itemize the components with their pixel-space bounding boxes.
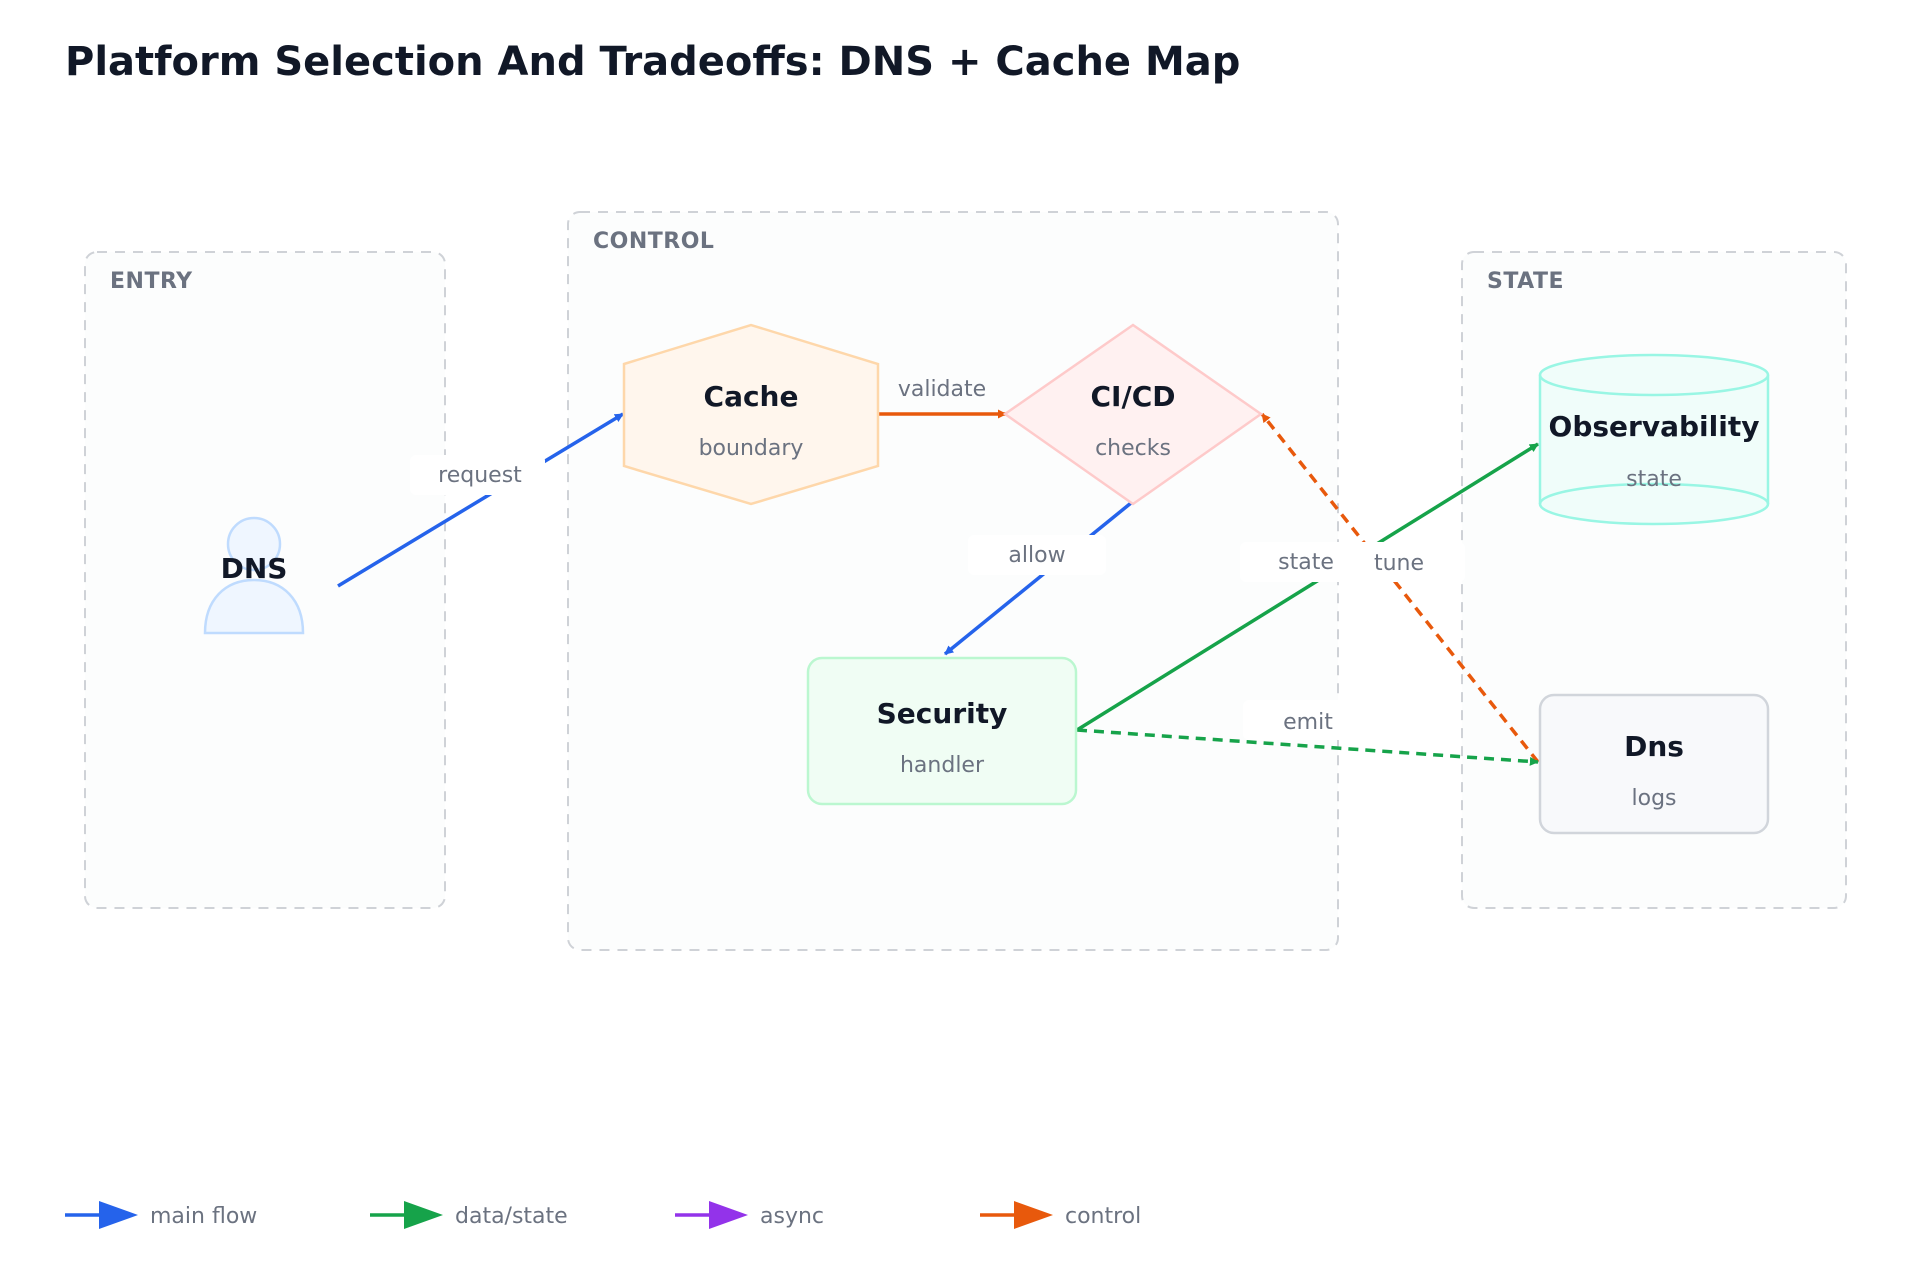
node-cache-sub: boundary bbox=[699, 436, 804, 461]
edge-label-validate: validate bbox=[898, 377, 986, 402]
group-entry-label: ENTRY bbox=[110, 269, 193, 294]
edge-label-request: request bbox=[438, 463, 522, 488]
group-control-label: CONTROL bbox=[593, 229, 714, 254]
legend-data-state: data/state bbox=[370, 1201, 568, 1229]
node-security[interactable]: Security handler bbox=[806, 656, 1078, 806]
edge-tune: tune bbox=[1260, 412, 1540, 764]
edge-state: state bbox=[1076, 442, 1539, 732]
node-dns-actor[interactable]: DNS bbox=[203, 516, 305, 635]
node-security-sub: handler bbox=[900, 753, 985, 778]
node-observability-title: Observability bbox=[1549, 410, 1760, 443]
legend-data-state-label: data/state bbox=[455, 1204, 568, 1229]
legend-control: control bbox=[980, 1201, 1141, 1229]
node-dns-logs-title: Dns bbox=[1624, 730, 1684, 763]
legend: main flow data/state async control bbox=[65, 1201, 1141, 1229]
node-cache-title: Cache bbox=[704, 380, 799, 413]
edge-label-emit: emit bbox=[1283, 710, 1333, 735]
node-cicd[interactable]: CI/CD checks bbox=[1002, 323, 1264, 506]
legend-control-label: control bbox=[1065, 1204, 1141, 1229]
legend-async: async bbox=[675, 1201, 824, 1229]
node-security-title: Security bbox=[877, 697, 1008, 730]
page-title: Platform Selection And Tradeoffs: DNS + … bbox=[65, 39, 1240, 85]
node-dns-actor-title: DNS bbox=[221, 552, 288, 585]
edge-label-state: state bbox=[1278, 550, 1334, 575]
node-observability-sub: state bbox=[1626, 467, 1682, 492]
edge-emit: emit bbox=[1076, 700, 1539, 766]
node-dns-logs-sub: logs bbox=[1632, 786, 1677, 811]
edge-allow: allow bbox=[943, 501, 1133, 656]
legend-main-flow-label: main flow bbox=[150, 1204, 257, 1229]
person-icon bbox=[226, 516, 282, 572]
edge-request: request bbox=[337, 412, 624, 588]
legend-async-label: async bbox=[760, 1204, 824, 1229]
node-observability[interactable]: Observability state bbox=[1538, 353, 1770, 526]
node-cache[interactable]: Cache boundary bbox=[622, 323, 880, 506]
group-state-label: STATE bbox=[1487, 269, 1564, 294]
legend-main-flow: main flow bbox=[65, 1201, 257, 1229]
node-cicd-title: CI/CD bbox=[1091, 380, 1176, 413]
node-cicd-sub: checks bbox=[1095, 436, 1171, 461]
edge-validate: validate bbox=[877, 377, 1007, 419]
edge-label-tune: tune bbox=[1374, 551, 1424, 576]
group-control: CONTROL bbox=[567, 211, 1339, 951]
node-dns-logs[interactable]: Dns logs bbox=[1538, 693, 1770, 835]
edge-label-allow: allow bbox=[1008, 543, 1065, 568]
